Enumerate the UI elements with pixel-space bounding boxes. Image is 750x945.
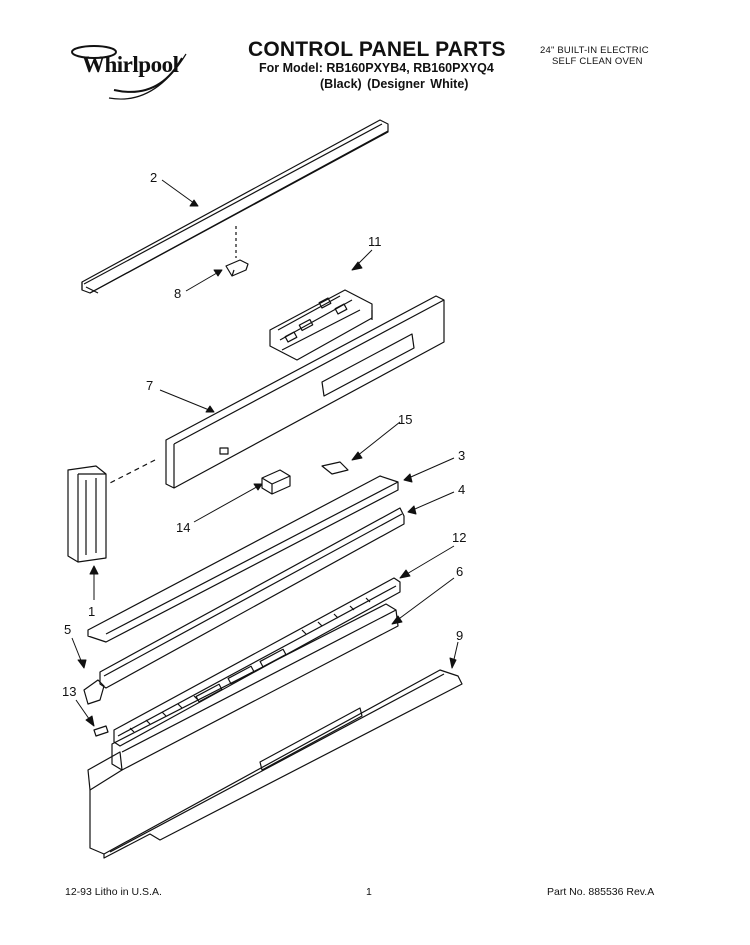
footer-part-number: Part No. 885536 Rev.A — [547, 886, 655, 898]
footer-print-date: 12-93 Litho in U.S.A. — [65, 886, 162, 898]
callout-7: 7 — [146, 378, 153, 393]
part-9-bottom-frame — [87, 669, 463, 859]
callout-14: 14 — [176, 520, 190, 535]
callout-8: 8 — [174, 286, 181, 301]
part-14-switch — [261, 469, 291, 495]
whirlpool-swirl-logo-icon — [71, 45, 187, 100]
callout-9: 9 — [456, 628, 463, 643]
part-2-top-trim — [81, 119, 389, 294]
footer-page-number: 1 — [366, 886, 372, 898]
callout-3: 3 — [458, 448, 465, 463]
callout-15: 15 — [398, 412, 412, 427]
callout-6: 6 — [456, 564, 463, 579]
callout-11: 11 — [368, 234, 382, 249]
part-4-trim-strip — [99, 507, 405, 689]
color-variants: (Black) (Designer White) — [320, 77, 469, 91]
part-3-trim-strip — [87, 475, 399, 643]
callout-5: 5 — [64, 622, 71, 637]
oven-type-line2: SELF CLEAN OVEN — [552, 56, 643, 67]
part-15-clip — [321, 461, 349, 475]
model-numbers: For Model: RB160PXYB4, RB160PXYQ4 — [259, 61, 494, 75]
callout-2: 2 — [150, 170, 157, 185]
leader-lines — [71, 179, 459, 727]
oven-type-line1: 24" BUILT-IN ELECTRIC — [540, 45, 649, 56]
callout-4: 4 — [458, 482, 465, 497]
part-7-control-panel — [165, 295, 445, 489]
callout-1: 1 — [88, 604, 95, 619]
part-11-control-board — [269, 289, 373, 361]
part-8-clip — [225, 259, 249, 277]
callout-12: 12 — [452, 530, 466, 545]
part-6-bracket — [111, 603, 399, 771]
part-13-clip — [93, 725, 109, 737]
part-5-clip — [83, 679, 105, 705]
brand-logo-text: Whirlpool — [82, 52, 179, 77]
page-title: CONTROL PANEL PARTS — [248, 38, 506, 61]
part-1-side-bracket — [67, 465, 107, 563]
callout-13: 13 — [62, 684, 76, 699]
